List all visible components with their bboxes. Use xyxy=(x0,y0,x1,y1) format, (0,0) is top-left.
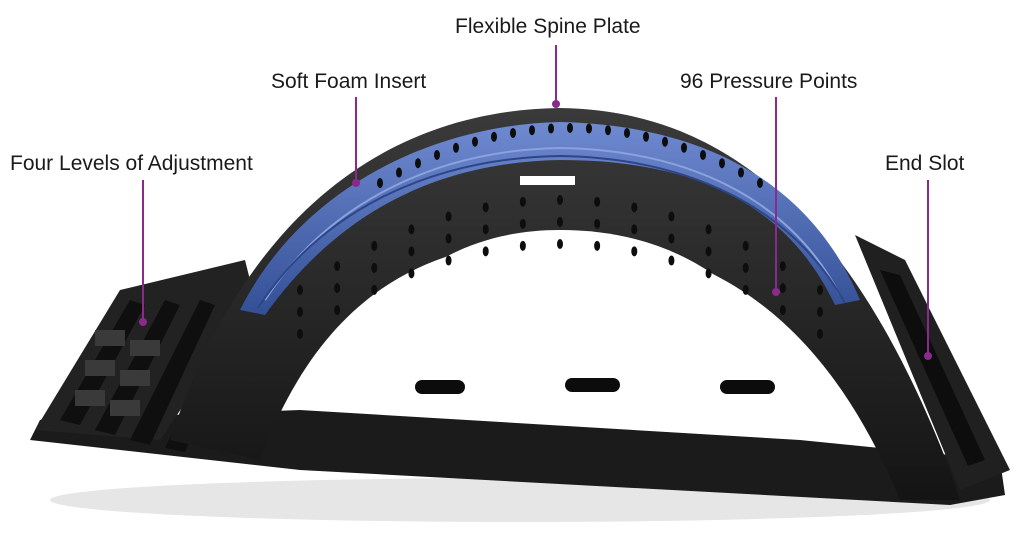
pressure-nub xyxy=(631,224,638,235)
pressure-nub xyxy=(605,125,611,136)
label-four-levels: Four Levels of Adjustment xyxy=(10,152,253,175)
label-flexible-spine-plate: Flexible Spine Plate xyxy=(455,15,641,38)
pressure-nub xyxy=(377,178,383,188)
pressure-nub xyxy=(668,211,675,222)
pressure-nub xyxy=(557,239,563,249)
pressure-nub xyxy=(408,268,415,279)
pressure-nub xyxy=(371,284,378,295)
pressure-nub xyxy=(445,233,452,244)
pressure-nub xyxy=(371,240,378,251)
pressure-nub xyxy=(334,305,341,316)
callout-dot xyxy=(924,352,932,360)
pressure-nub xyxy=(594,240,601,251)
pressure-nub xyxy=(472,136,478,147)
pressure-nub xyxy=(371,262,378,273)
pressure-nub xyxy=(334,283,341,294)
base-slab xyxy=(30,410,1005,505)
pressure-nub xyxy=(757,178,763,188)
pressure-nub xyxy=(557,195,563,205)
pressure-nub xyxy=(415,158,421,169)
pressure-point-nubs xyxy=(297,123,823,339)
pressure-nub xyxy=(519,196,526,207)
pressure-nub xyxy=(548,123,554,134)
pressure-nub xyxy=(445,211,452,222)
pressure-nub xyxy=(668,255,675,266)
pressure-nub xyxy=(408,224,415,235)
callout-dot xyxy=(552,100,560,108)
pressure-nub xyxy=(510,127,516,138)
pressure-nub xyxy=(624,127,630,138)
pressure-nub xyxy=(482,246,489,257)
pressure-nub xyxy=(643,131,649,142)
pressure-nub xyxy=(594,196,601,207)
pressure-nub xyxy=(742,284,749,295)
label-end-slot: End Slot xyxy=(885,152,965,175)
pressure-nub xyxy=(817,285,823,295)
pressure-nub xyxy=(529,125,535,136)
pressure-nub xyxy=(297,329,303,339)
pressure-nub xyxy=(779,283,786,294)
pressure-nub xyxy=(817,329,823,339)
pressure-nub xyxy=(779,261,786,272)
arch-opening xyxy=(330,230,820,400)
pressure-nub xyxy=(519,240,526,251)
pressure-nub xyxy=(700,149,706,160)
slot xyxy=(565,378,620,392)
pressure-nub xyxy=(567,123,573,133)
pressure-nub xyxy=(681,142,687,153)
callout-dot xyxy=(772,288,780,296)
pressure-nub xyxy=(742,240,749,251)
pressure-nub xyxy=(586,123,592,134)
foam-insert xyxy=(240,122,860,315)
pressure-nub xyxy=(742,262,749,273)
pressure-nub xyxy=(491,131,497,142)
pressure-nub xyxy=(719,158,725,169)
pressure-nub xyxy=(297,285,303,295)
callouts xyxy=(139,45,932,360)
pressure-nub xyxy=(408,246,415,257)
pressure-nub xyxy=(631,246,638,257)
slot xyxy=(415,380,465,394)
foam-gap xyxy=(520,176,575,185)
pressure-nub xyxy=(779,305,786,316)
pressure-nub xyxy=(705,246,712,257)
pressure-nub xyxy=(334,261,341,272)
pressure-nub xyxy=(445,255,452,266)
pressure-nub xyxy=(817,307,823,317)
label-soft-foam-insert: Soft Foam Insert xyxy=(271,70,427,93)
pressure-nub xyxy=(668,233,675,244)
slot xyxy=(720,380,775,394)
callout-dot xyxy=(139,318,147,326)
pressure-nub xyxy=(297,307,303,317)
pressure-nub xyxy=(519,218,526,229)
pressure-nub xyxy=(453,142,459,153)
pressure-nub xyxy=(557,217,563,227)
callout-dot xyxy=(352,179,360,187)
pressure-nub xyxy=(482,224,489,235)
pressure-nub xyxy=(662,136,668,147)
pressure-nub xyxy=(594,218,601,229)
pressure-nub xyxy=(434,149,440,160)
label-pressure-points: 96 Pressure Points xyxy=(680,70,858,93)
pressure-nub xyxy=(738,167,744,178)
pressure-nub xyxy=(705,224,712,235)
pressure-nub xyxy=(482,202,489,213)
adjustment-block xyxy=(35,260,255,452)
pressure-nub xyxy=(396,167,402,178)
pressure-nub xyxy=(705,268,712,279)
pressure-nub xyxy=(631,202,638,213)
